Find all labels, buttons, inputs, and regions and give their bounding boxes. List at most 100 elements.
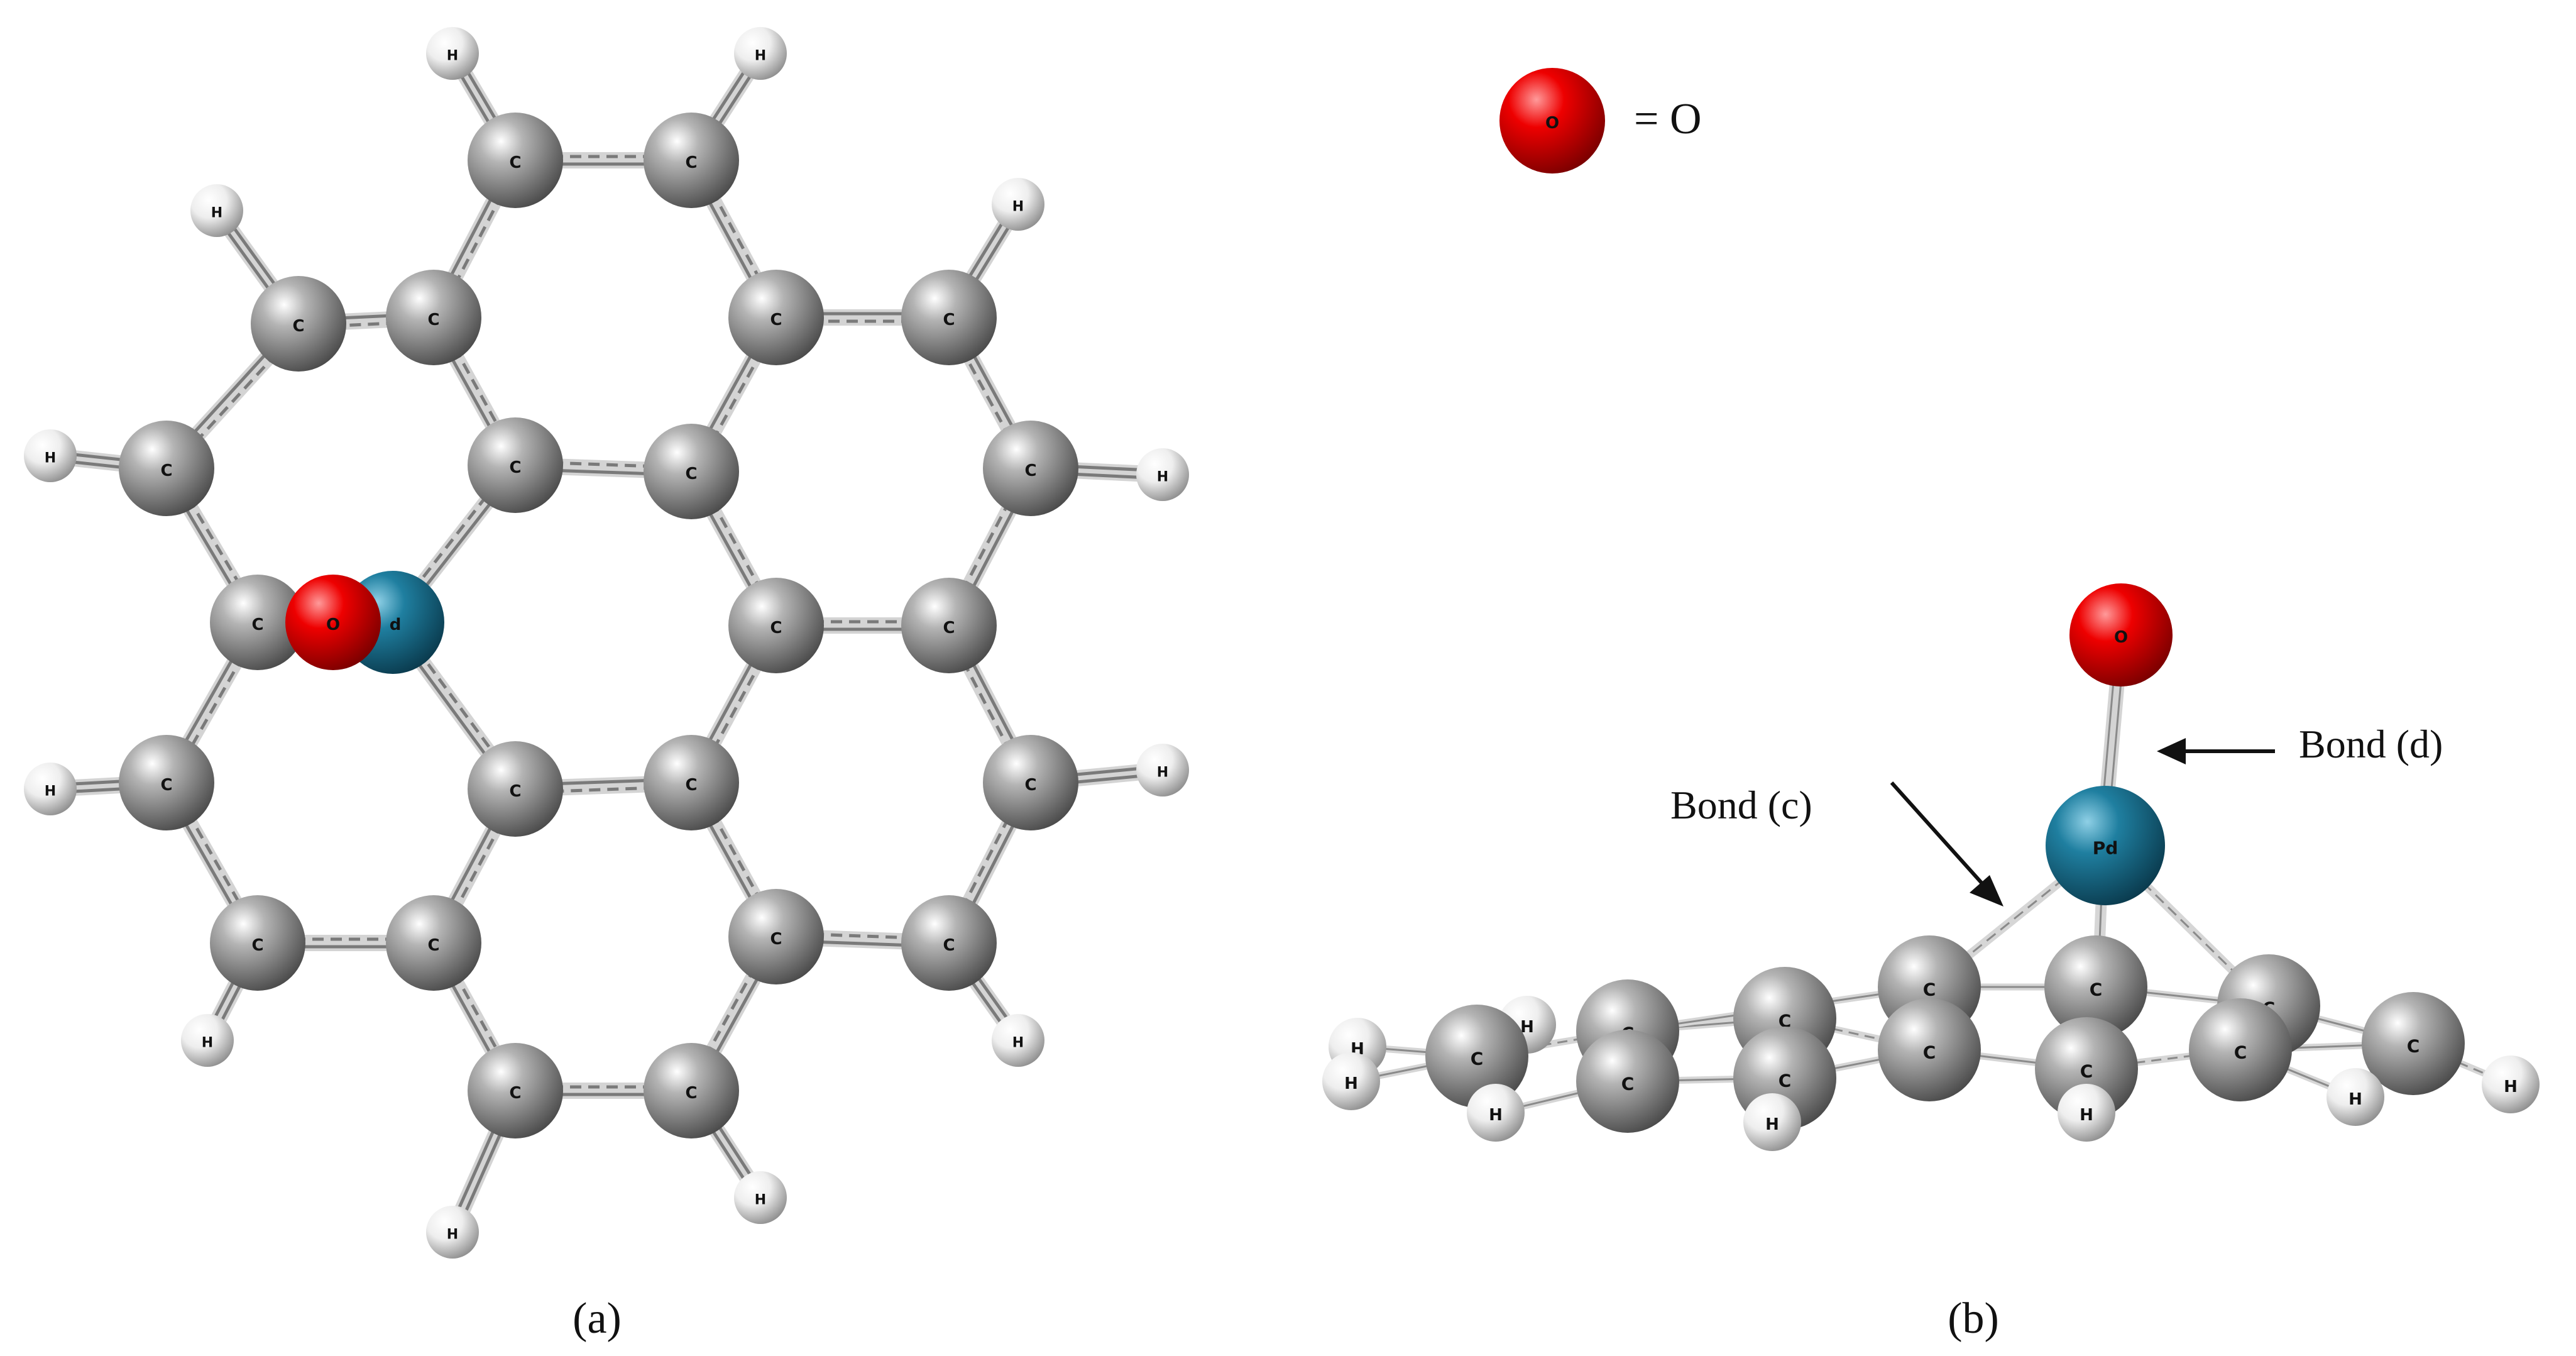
- carbon-atom: C: [644, 424, 739, 519]
- carbon-atom-label: C: [685, 153, 697, 172]
- carbon-atom-label: C: [509, 458, 521, 477]
- hydrogen-atom: H: [2327, 1068, 2384, 1126]
- carbon-atom-label: C: [509, 782, 521, 801]
- panel-label-a: (a): [573, 1294, 622, 1343]
- carbon-atom-label: C: [2407, 1036, 2420, 1057]
- hydrogen-atom: H: [1136, 448, 1189, 501]
- carbon-atom-label: C: [685, 1084, 697, 1103]
- hydrogen-atom-label: H: [2504, 1078, 2518, 1096]
- carbon-atom: C: [119, 421, 214, 516]
- hydrogen-atom: H: [734, 1171, 787, 1224]
- hydrogen-atom-label: H: [447, 48, 458, 64]
- carbon-atom-label: C: [943, 311, 955, 329]
- hydrogen-atom-label: H: [2349, 1090, 2362, 1109]
- carbon-atom-label: C: [251, 936, 263, 955]
- oxygen-atom-label: O: [2114, 628, 2128, 647]
- hydrogen-atom: H: [24, 763, 77, 815]
- palladium-atom-label: d: [390, 615, 402, 634]
- carbon-atom: C: [468, 741, 563, 837]
- carbon-atom: C: [468, 113, 563, 208]
- carbon-atom: C: [644, 735, 739, 830]
- carbon-atom: C: [1878, 998, 1981, 1101]
- bond-d-arrow-head: [2157, 738, 2186, 764]
- carbon-atom: C: [210, 895, 305, 991]
- hydrogen-atom-label: H: [1157, 765, 1168, 781]
- bond-c-arrow-head: [1970, 875, 2003, 907]
- oxygen-legend-atom-label: O: [1545, 114, 1559, 133]
- carbon-atom-label: C: [1471, 1049, 1484, 1069]
- hydrogen-atom: H: [1322, 1052, 1380, 1110]
- hydrogen-atom-label: H: [1012, 1035, 1024, 1051]
- hydrogen-atom: H: [1136, 744, 1189, 797]
- oxygen-legend-atom: [1499, 68, 1605, 174]
- carbon-atom: C: [386, 270, 481, 365]
- hydrogen-atom-label: H: [1344, 1074, 1358, 1093]
- carbon-atom: C: [728, 270, 824, 365]
- hydrogen-atom-label: H: [755, 48, 766, 64]
- hydrogen-atom: H: [992, 1014, 1044, 1067]
- hydrogen-atom-label: H: [447, 1227, 458, 1243]
- carbon-atom-label: C: [1024, 461, 1036, 480]
- carbon-atom: C: [901, 578, 997, 673]
- carbon-atom-label: C: [427, 311, 439, 329]
- carbon-atom: C: [644, 113, 739, 208]
- hydrogen-atom-label: H: [45, 784, 56, 800]
- carbon-atom-label: C: [770, 619, 782, 637]
- oxygen-atom: O: [2069, 583, 2173, 686]
- carbon-atom: C: [468, 1043, 563, 1138]
- oxygen-atom: O: [285, 575, 381, 670]
- carbon-atom-label: C: [770, 311, 782, 329]
- carbon-atom: C: [1425, 1005, 1528, 1108]
- carbon-atom: C: [2189, 998, 2292, 1101]
- carbon-atom: C: [728, 578, 824, 673]
- carbon-atom: C: [983, 735, 1078, 830]
- carbon-atom-label: C: [943, 619, 955, 637]
- carbon-atom: C: [901, 895, 997, 991]
- carbon-atom: C: [251, 276, 346, 372]
- hydrogen-atom-label: H: [45, 451, 56, 466]
- bond-c-annotation: Bond (c): [1670, 781, 2003, 907]
- hydrogen-atom-label: H: [202, 1035, 213, 1051]
- carbon-atom-label: C: [427, 936, 439, 955]
- carbon-atom-label: C: [685, 776, 697, 795]
- bond-c-arrow-line: [1890, 781, 1988, 890]
- carbon-atom-label: C: [292, 317, 304, 336]
- panel-label-b: (b): [1948, 1294, 1999, 1343]
- carbon-atom-label: C: [1779, 1011, 1792, 1032]
- hydrogen-atom-label: H: [1520, 1018, 1534, 1037]
- carbon-atom: C: [2044, 935, 2147, 1039]
- carbon-atom-label: C: [1923, 1042, 1936, 1063]
- hydrogen-atom: H: [181, 1014, 234, 1067]
- carbon-atom: C: [2035, 1017, 2138, 1120]
- hydrogen-atom: H: [992, 178, 1044, 231]
- hydrogen-atom: H: [426, 27, 479, 80]
- carbon-atom: C: [210, 575, 305, 670]
- carbon-atom: C: [983, 421, 1078, 516]
- oxygen-atom-label: O: [326, 615, 340, 634]
- carbon-atom: C: [2362, 992, 2465, 1095]
- legend: O = O: [1499, 68, 1702, 174]
- carbon-atom-label: C: [509, 153, 521, 172]
- carbon-atom-label: C: [160, 776, 172, 795]
- carbon-atom: C: [901, 270, 997, 365]
- hydrogen-atom: H: [2058, 1084, 2115, 1142]
- legend-text: = O: [1634, 95, 1702, 143]
- hydrogen-atom: H: [1467, 1084, 1525, 1142]
- carbon-atom-label: C: [509, 1084, 521, 1103]
- carbon-atom-label: C: [2080, 1061, 2093, 1082]
- bond-d-label: Bond (d): [2299, 722, 2443, 766]
- carbon-atom-label: C: [770, 930, 782, 949]
- hydrogen-atom-label: H: [2080, 1106, 2093, 1125]
- carbon-atom: C: [1576, 1030, 1679, 1133]
- carbon-atom-label: C: [1779, 1071, 1792, 1091]
- hydrogen-atom-label: H: [1012, 199, 1024, 215]
- carbon-atom: C: [119, 735, 214, 830]
- hydrogen-atom: H: [24, 429, 77, 482]
- carbon-atom: C: [468, 417, 563, 513]
- carbon-atom-label: C: [1923, 979, 1936, 1000]
- palladium-atom: Pd: [2046, 786, 2165, 905]
- hydrogen-atom: H: [734, 27, 787, 80]
- hydrogen-atom-label: H: [1157, 470, 1168, 485]
